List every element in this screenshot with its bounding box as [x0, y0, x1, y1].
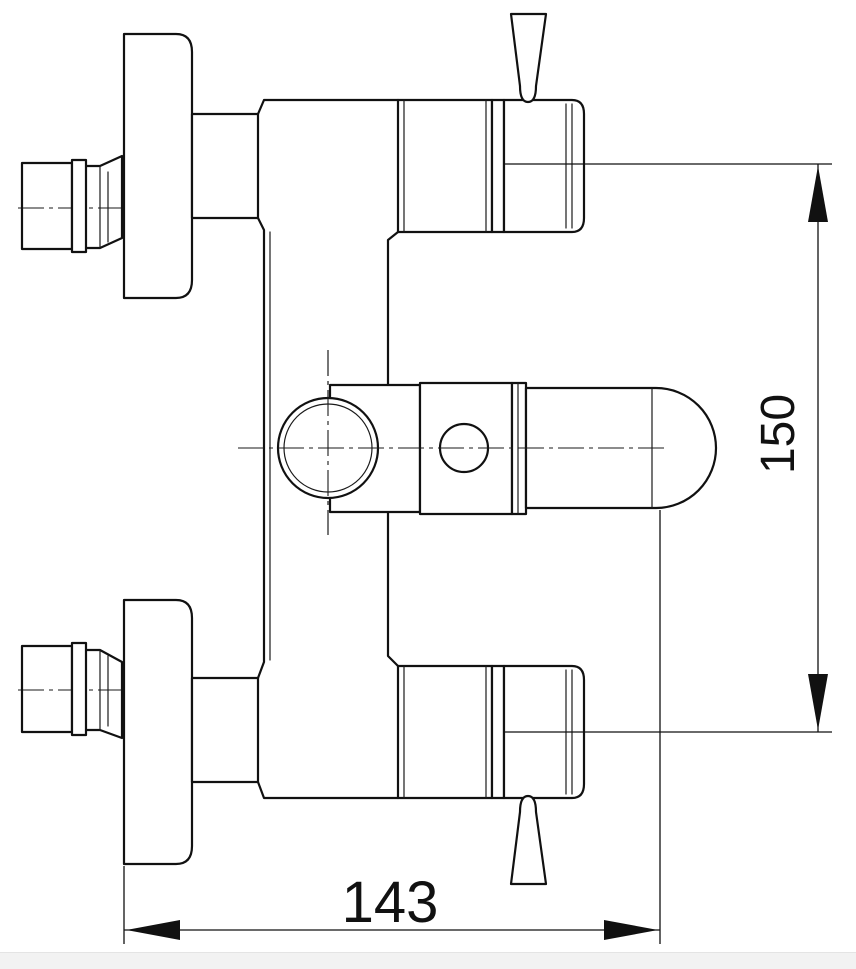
upper-wall-plate: [122, 32, 194, 300]
width-dimension-arrow-right: [604, 920, 658, 940]
width-dimension-label: 143: [342, 870, 439, 935]
upper-lever-handle: [509, 12, 548, 104]
lower-wall-plate: [122, 598, 194, 866]
upper-left-connector: [20, 154, 124, 254]
upper-valve: [396, 98, 586, 234]
width-dimension: 143: [124, 870, 660, 940]
lower-lever-handle: [509, 794, 548, 886]
mixer-body: [256, 98, 400, 800]
width-dimension-arrow-left: [126, 920, 180, 940]
lower-left-connector: [20, 641, 124, 740]
lower-valve: [396, 664, 586, 800]
extension-lines: [123, 163, 832, 944]
lower-stub-pipe: [190, 676, 260, 784]
height-dimension-arrow-bottom: [808, 674, 828, 730]
upper-stub-pipe: [190, 112, 260, 220]
height-dimension-arrow-top: [808, 166, 828, 222]
height-dimension-label: 150: [752, 394, 805, 474]
viewer-bottom-strip: [0, 952, 856, 969]
height-dimension: 150: [752, 164, 828, 732]
center-lines-overlay: [238, 350, 668, 535]
